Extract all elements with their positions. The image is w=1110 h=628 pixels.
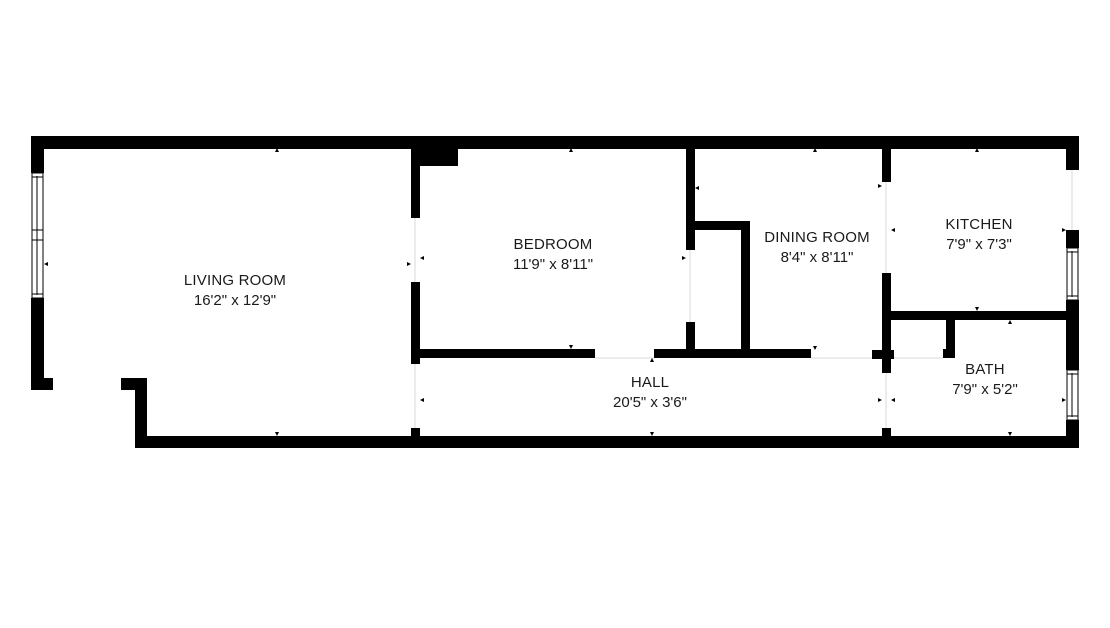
wall-left-lower	[31, 298, 44, 390]
wall-living-bedroom-1	[411, 136, 420, 218]
wall-bedroom-bottom-1	[411, 349, 595, 358]
wall-bedroom-bottom-2	[654, 349, 811, 358]
chimney-block	[411, 136, 458, 166]
wall-kitchen-bath	[882, 311, 1079, 320]
wall-bath-stub	[943, 349, 955, 358]
room-dimensions: 7'9" x 5'2"	[952, 381, 1018, 398]
wall-right-4	[1066, 420, 1079, 448]
room-kitchen: KITCHEN 7'9" x 7'3"	[945, 215, 1012, 255]
wall-bottom	[135, 436, 1079, 448]
wall-right-3	[1066, 300, 1079, 370]
room-name: DINING ROOM	[764, 229, 870, 246]
room-hall: HALL 20'5" x 3'6"	[613, 373, 687, 413]
room-bath: BATH 7'9" x 5'2"	[952, 360, 1018, 400]
room-name: BEDROOM	[513, 236, 593, 253]
wall-right-2	[1066, 230, 1079, 248]
room-name: BATH	[965, 361, 1005, 378]
room-name: LIVING ROOM	[183, 272, 287, 289]
wall-living-bedroom-2	[411, 282, 420, 364]
wall-entry-side	[135, 378, 147, 448]
room-dimensions: 11'9" x 8'11"	[512, 256, 594, 273]
room-name: KITCHEN	[945, 216, 1013, 233]
window-bath	[1066, 369, 1079, 421]
wall-dining-stub	[872, 350, 894, 359]
wall-left-upper	[31, 136, 44, 173]
room-dimensions: 20'5" x 3'6"	[613, 394, 687, 411]
wall-left-stub	[31, 378, 53, 390]
wall-dining-kitchen-2	[882, 273, 891, 373]
wall-living-hall	[411, 428, 420, 448]
room-name: HALL	[630, 374, 670, 391]
wall-right-1	[1066, 136, 1079, 170]
room-dimensions: 16'2" x 12'9"	[193, 292, 277, 309]
room-dining-room: DINING ROOM 8'4" x 8'11"	[764, 228, 870, 268]
wall-bath-closet	[946, 311, 955, 358]
window-kitchen	[1066, 247, 1079, 301]
wall-closet-top	[686, 221, 749, 230]
room-dimensions: 8'4" x 8'11"	[780, 249, 854, 266]
wall-bedroom-dining-2	[686, 322, 695, 358]
room-living-room: LIVING ROOM 16'2" x 12'9"	[184, 271, 286, 311]
wall-dining-kitchen-1	[882, 136, 891, 182]
wall-closet-side	[741, 221, 750, 358]
wall-bedroom-dining-1	[686, 136, 695, 250]
room-bedroom: BEDROOM 11'9" x 8'11"	[513, 235, 593, 275]
wall-hall-bath	[882, 428, 891, 448]
wall-top	[31, 136, 1079, 149]
window-living-room	[31, 172, 44, 299]
room-dimensions: 7'9" x 7'3"	[946, 236, 1012, 253]
